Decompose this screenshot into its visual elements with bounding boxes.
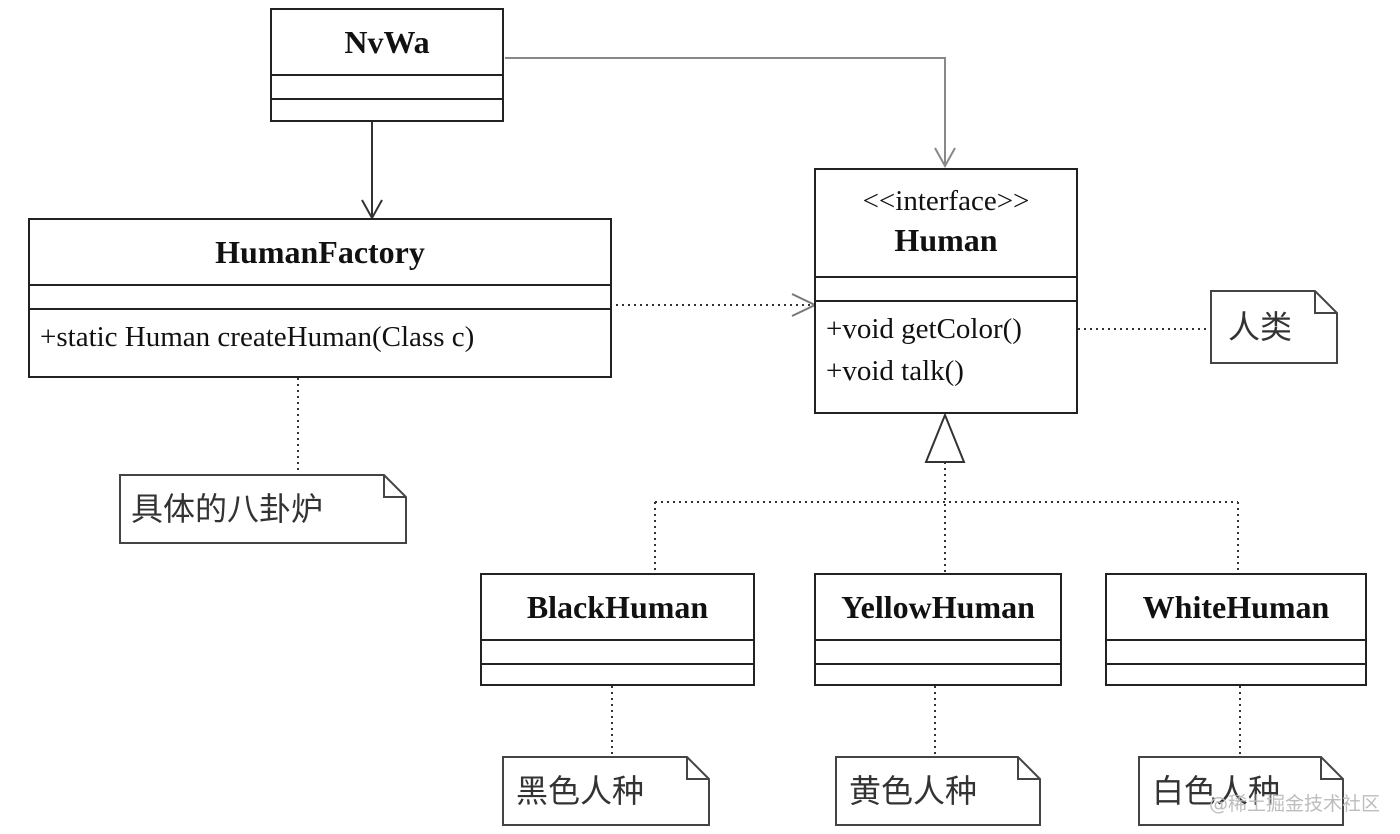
class-nvwa[interactable]: NvWa: [270, 8, 504, 122]
note-shape: [835, 756, 1041, 826]
note-factory[interactable]: 具体的八卦炉: [119, 474, 407, 544]
watermark: @稀土掘金技术社区: [1208, 793, 1380, 815]
interface-header: <<interface>> Human: [816, 170, 1076, 278]
class-white-human[interactable]: WhiteHuman: [1105, 573, 1367, 686]
attributes-compartment: [272, 76, 502, 100]
stereotype-label: <<interface>>: [862, 185, 1030, 217]
operation-get-color: +void getColor(): [826, 313, 1022, 345]
operations-compartment: +void getColor() +void talk(): [816, 302, 1076, 398]
class-name: Human: [894, 222, 998, 258]
operations-compartment: [272, 100, 502, 120]
attributes-compartment: [816, 278, 1076, 302]
attributes-compartment: [1107, 641, 1365, 665]
interface-human[interactable]: <<interface>> Human +void getColor() +vo…: [814, 168, 1078, 414]
nvwa-to-human-arrowhead: [934, 147, 956, 169]
note-text: 人类: [1228, 308, 1293, 346]
nvwa-to-human-arrow: [505, 57, 946, 166]
class-black-human[interactable]: BlackHuman: [480, 573, 755, 686]
operation-talk: +void talk(): [826, 355, 964, 387]
note-yellow[interactable]: 黄色人种: [835, 756, 1041, 826]
operation-create-human: +static Human createHuman(Class c): [40, 321, 475, 353]
note-white[interactable]: 白色人种: [1138, 756, 1344, 826]
note-shape: [1210, 290, 1338, 364]
realization-triangle: [924, 412, 966, 463]
attributes-compartment: [482, 641, 753, 665]
operations-compartment: [482, 665, 753, 685]
note-shape: [1138, 756, 1344, 826]
class-name: BlackHuman: [482, 575, 753, 641]
attributes-compartment: [816, 641, 1060, 665]
class-name: NvWa: [272, 10, 502, 76]
class-name: WhiteHuman: [1107, 575, 1365, 641]
note-text: 黄色人种: [849, 772, 978, 810]
operations-compartment: +static Human createHuman(Class c): [30, 310, 610, 364]
note-text: 黑色人种: [516, 772, 645, 810]
attributes-compartment: [30, 286, 610, 310]
note-shape: [502, 756, 710, 826]
note-shape: [119, 474, 407, 544]
note-black[interactable]: 黑色人种: [502, 756, 710, 826]
note-text: 白色人种: [1152, 772, 1281, 810]
operations-compartment: [1107, 665, 1365, 685]
class-yellow-human[interactable]: YellowHuman: [814, 573, 1062, 686]
note-text: 具体的八卦炉: [131, 490, 324, 528]
note-human[interactable]: 人类: [1210, 290, 1338, 364]
operations-compartment: [816, 665, 1060, 685]
class-name: YellowHuman: [816, 575, 1060, 641]
class-human-factory[interactable]: HumanFactory +static Human createHuman(C…: [28, 218, 612, 378]
class-name: HumanFactory: [30, 220, 610, 286]
